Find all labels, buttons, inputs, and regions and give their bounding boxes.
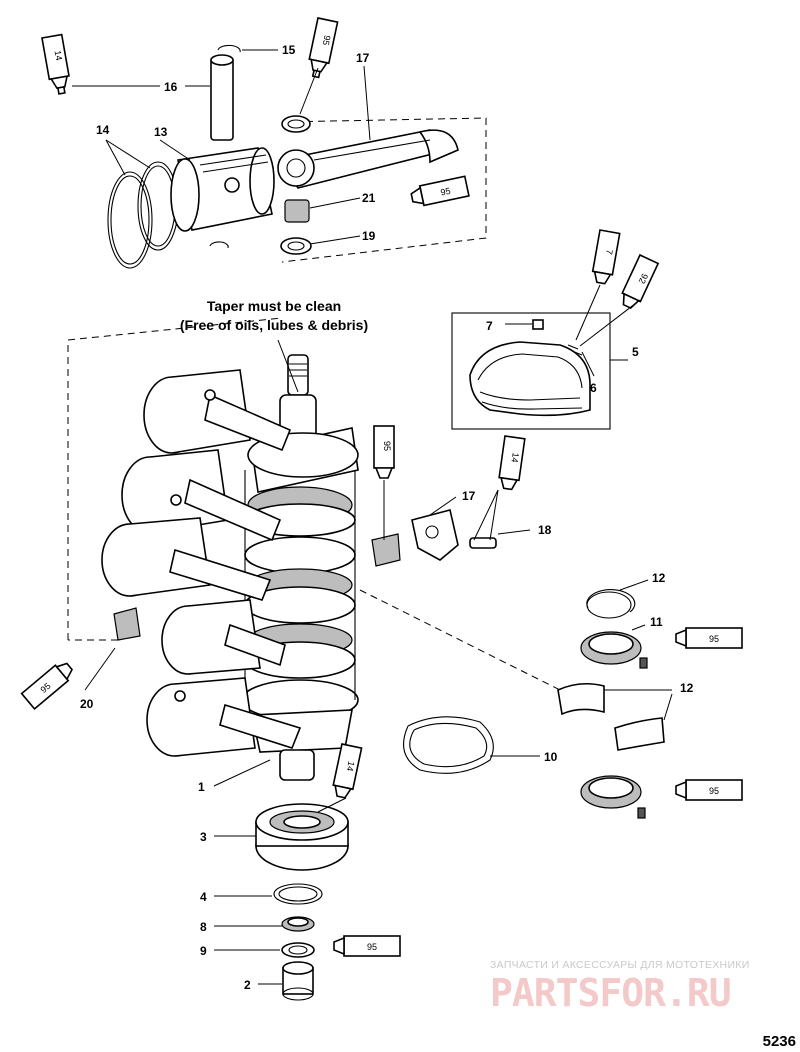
lube-tube-bottom-left: 95 — [20, 662, 73, 711]
taper-note-line2: (Free of oils, lubes & debris) — [180, 317, 368, 333]
lube-tube-bottom: 95 — [333, 935, 401, 957]
retaining-ring-bottom — [209, 241, 229, 249]
tube-label: 95 — [367, 942, 377, 952]
lube-tube-top-mid: 95 — [308, 17, 339, 79]
lubricant-tubes: 14 95 95 7 92 95 — [20, 17, 743, 957]
tube-label: 14 — [345, 760, 357, 772]
callout-5: 5 — [632, 345, 639, 359]
retaining-ring-4 — [273, 883, 323, 905]
tube-label: 14 — [509, 452, 520, 463]
crankshaft-assembly — [67, 317, 561, 781]
lube-tube-right-low: 95 — [675, 779, 743, 801]
callout-4: 4 — [200, 890, 207, 904]
dowel-pin — [532, 319, 544, 330]
callout-labels: 15 16 14 13 17 21 19 7 5 6 17 18 12 11 1… — [80, 43, 694, 992]
piston-stack — [101, 369, 302, 757]
callout-21: 21 — [362, 191, 376, 205]
lube-tube-rod: 95 — [410, 175, 470, 207]
bearing-half-left — [113, 607, 141, 641]
figure-number: 5236 — [763, 1033, 796, 1050]
callout-14: 14 — [96, 123, 110, 137]
lube-tube-bearing: 14 — [332, 743, 363, 799]
lube-tube-top-left: 14 — [41, 33, 70, 95]
tube-label: 95 — [321, 34, 333, 46]
callout-7: 7 — [486, 319, 493, 333]
callout-17: 17 — [356, 51, 370, 65]
bearing-race-half-top — [557, 682, 605, 716]
tube-label: 95 — [709, 634, 719, 644]
tube-label: 95 — [709, 786, 719, 796]
lube-tube-center-95: 95 — [373, 425, 395, 479]
callout-16: 16 — [164, 80, 178, 94]
callout-12-lower: 12 — [680, 681, 694, 695]
callout-2: 2 — [244, 978, 251, 992]
lube-tube-92: 92 — [621, 253, 660, 309]
callout-11: 11 — [650, 615, 663, 629]
tube-label: 95 — [39, 681, 53, 695]
callout-12-top: 12 — [652, 571, 666, 585]
rod-cap — [411, 509, 459, 561]
lube-tube-right-mid: 95 — [675, 627, 743, 649]
callout-10: 10 — [544, 750, 558, 764]
callout-19: 19 — [362, 229, 376, 243]
callout-15: 15 — [282, 43, 296, 57]
taper-note-line1: Taper must be clean — [207, 298, 341, 314]
oil-seal-9 — [281, 942, 315, 958]
main-bearing-parts — [403, 589, 665, 819]
lower-bearing-stack — [255, 803, 349, 1001]
needle-bearing — [284, 199, 310, 223]
bearing-carrier — [469, 341, 591, 417]
callout-6: 6 — [590, 381, 597, 395]
callout-20: 20 — [80, 697, 94, 711]
callout-9: 9 — [200, 944, 207, 958]
bearing-carrier-frame — [451, 312, 611, 430]
callout-3: 3 — [200, 830, 207, 844]
crankshaft-lower-end — [279, 749, 315, 781]
retaining-ring-top — [217, 44, 241, 53]
callout-18: 18 — [538, 523, 552, 537]
piston-assembly-exploded — [107, 44, 487, 269]
thrust-washer-bottom — [280, 237, 312, 255]
piston-ring-1 — [107, 171, 153, 269]
tube-label: 95 — [382, 441, 392, 451]
tube-label: 95 — [440, 186, 452, 198]
callout-1: 1 — [198, 780, 205, 794]
crank-web-2 — [244, 536, 356, 574]
callout-8: 8 — [200, 920, 207, 934]
tube-label: 7 — [604, 249, 615, 256]
retaining-ring-12-top — [586, 589, 636, 613]
bearing-carrier-box — [451, 312, 611, 430]
thrust-washer-top — [281, 115, 311, 133]
watermark-tagline: ЗАПЧАСТИ И АКСЕССУАРЫ ДЛЯ МОТОТЕХНИКИ — [490, 959, 750, 971]
carrier-screw — [567, 344, 583, 356]
snap-ring — [403, 716, 494, 774]
tube-label: 92 — [637, 272, 650, 285]
bearing-race-half-bottom — [614, 717, 665, 751]
rod-bolt — [469, 537, 497, 549]
lube-tube-center-14: 14 — [498, 435, 526, 491]
leader-lines — [72, 49, 673, 985]
callout-17-lower: 17 — [462, 489, 476, 503]
lube-tube-7: 7 — [591, 229, 621, 285]
wrist-pin — [210, 57, 234, 141]
tube-label: 14 — [52, 50, 64, 62]
callout-13: 13 — [154, 125, 168, 139]
watermark-logo: PARTSFOR.RU — [490, 971, 731, 1015]
bearing-half-center — [371, 533, 401, 567]
